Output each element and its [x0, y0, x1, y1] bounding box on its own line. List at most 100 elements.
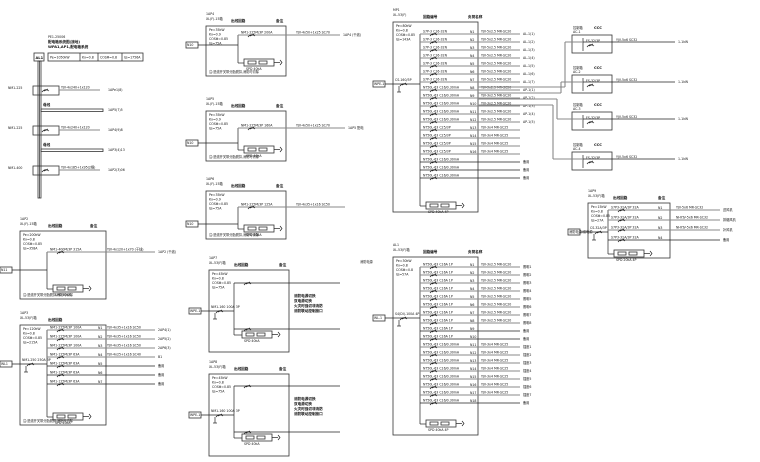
fuse-icon	[258, 226, 268, 231]
breaker-icon	[429, 330, 438, 334]
breaker-icon	[429, 113, 438, 117]
busway-label: 母线	[43, 102, 51, 107]
ground-icon	[88, 285, 92, 292]
breaker-icon	[429, 298, 438, 302]
panel-note: 双电源切换	[294, 298, 312, 303]
ground-icon	[277, 331, 281, 338]
fuse-icon	[56, 286, 66, 291]
circuit-cable: YJV-4x35+1x16 SC50	[107, 344, 141, 348]
panel-param: Pe=120kW	[23, 327, 41, 331]
incoming-label: 消防电源/双电源	[569, 229, 593, 234]
column-header: 出线回路	[231, 183, 246, 188]
panel-param: COSΦ=0.85	[209, 202, 228, 206]
circuit-breaker: S7P-3 C16-32N	[423, 46, 448, 50]
circuit-cable: YJV-4x120+1x70 (干线)	[107, 247, 144, 252]
panel-mp1: MP1XL-53(F)回路编号负荷名称Pe=80kWKx=0.8COSΦ=0.8…	[372, 8, 535, 214]
panel-param: Ijs=75A	[209, 42, 222, 46]
circuit-number: N4	[470, 54, 474, 58]
panel-destination: 消防电源	[360, 259, 374, 264]
circuit-breaker: NT50L-63 C16A 1P	[423, 335, 453, 339]
incoming-label: N10	[187, 43, 193, 47]
breaker-icon	[594, 231, 603, 235]
circuit-number: N8	[470, 86, 474, 90]
breaker-icon	[41, 169, 50, 173]
circuit-breaker: S7P3-32A/3P 32A	[611, 206, 639, 210]
spd-label: SPD 40kA	[246, 154, 262, 158]
circuit-destination: AP-1(1)	[523, 88, 535, 92]
fuse-icon	[67, 286, 77, 291]
circuit-destination: 2AP5(2)	[158, 337, 171, 341]
circuit-breaker: NT50L-63 C16/0.30mA	[423, 102, 460, 106]
circuit-cable: YJV-3x2.5 MR-SC20	[481, 319, 511, 323]
circuit-number: N12	[470, 351, 476, 355]
circuit-number: N2	[470, 271, 474, 275]
ground-icon	[277, 434, 281, 441]
circuit-cable: YJV-3x2.5 MR-SC20	[481, 94, 511, 98]
breaker-icon	[399, 83, 408, 87]
panel-param: COSΦ=0.8	[396, 268, 413, 272]
incoming-label: WPE-1	[374, 82, 384, 86]
breaker-icon	[56, 329, 65, 333]
riser-param: Ijs=1756A	[124, 56, 141, 60]
ground-icon	[279, 225, 283, 232]
circuit-cable: YJV-3x4 MR-SC25	[481, 343, 508, 347]
panel-param: Pe=80kW	[396, 24, 412, 28]
panel-param: Pe=200kW	[23, 233, 41, 237]
breaker-icon	[243, 431, 252, 435]
control-box-tag: CCC	[594, 26, 602, 30]
circuit-destination: 2AP4(1)	[158, 328, 171, 332]
control-box-label: 控制箱	[573, 142, 583, 147]
circuit-destination: AP-1(4)	[523, 112, 535, 116]
fuse-icon	[245, 332, 255, 337]
column-header: 负荷名称	[468, 249, 483, 254]
control-box-label: 控制箱	[573, 65, 583, 70]
circuit-breaker: S7P-3 C16-32N	[423, 54, 448, 58]
breaker-icon	[215, 310, 224, 314]
circuit-breaker: NT50L-63 C25/3P	[423, 150, 451, 154]
circuit-destination: 照明1	[523, 265, 531, 269]
circuit-destination: 照明8	[523, 321, 531, 325]
panel-param: Ijs=57A	[396, 273, 409, 277]
circuit-destination: 插座4	[523, 368, 531, 373]
panel-model: XL-53(F)箱	[393, 247, 410, 252]
panel-model: XL(F)-15箱	[206, 16, 223, 21]
ground-icon	[279, 146, 283, 153]
riser-param-table	[47, 52, 144, 62]
breaker-icon	[56, 338, 65, 342]
circuit-breaker: NT50L-63 C16A 1P	[423, 311, 453, 315]
control-box-cable: YJV-5x6 SC32	[616, 115, 637, 119]
circuit-cable: YJV-3x2.5 MR-SC20	[481, 118, 511, 122]
breaker-icon	[243, 328, 252, 332]
breaker-icon	[429, 161, 438, 165]
control-box-breaker: FS-32/3P	[586, 79, 600, 83]
breaker-icon	[617, 229, 626, 233]
control-box-breaker: FS-32/3P	[586, 39, 600, 43]
column-header: 出线回路	[234, 262, 249, 267]
circuit-breaker: NT50L-63 C16A 1P	[423, 319, 453, 323]
spd-label: SPD 40kA 4P	[428, 428, 449, 432]
circuit-breaker: NT50L-63 C16/0.30mA	[423, 158, 460, 162]
circuit-number: N4	[658, 236, 662, 240]
breaker-icon	[243, 282, 252, 286]
panel-note: 火灾时强切非消防	[293, 406, 323, 411]
circuit-breaker: NT50L-63 C16A 1P	[423, 279, 453, 283]
circuit-breaker: NM1-225M/3P 125A	[241, 203, 273, 207]
riser-header: 配电箱系统图(接地)	[48, 39, 80, 44]
circuit-number: N6	[98, 371, 102, 375]
fuse-icon	[429, 421, 439, 426]
column-header: 回路编号	[423, 249, 438, 254]
circuit-destination: 备用	[158, 363, 164, 368]
circuit-number: N11	[470, 343, 476, 347]
breaker-icon	[429, 290, 438, 294]
column-header: 出线回路	[234, 366, 249, 371]
panel-param: Pe=30kW	[396, 259, 412, 263]
circuit-cable: YJV-4x25+1x16 SC40	[107, 353, 141, 357]
panel-1ap6: 1AP6XL(F)-15箱出线回路备注Pe=35kWKx=0.9COSΦ=0.8…	[185, 177, 345, 240]
breaker-icon	[429, 81, 438, 85]
circuit-breaker: NT50L-63 C16/0.30mA	[423, 383, 460, 387]
breaker-icon	[56, 365, 65, 369]
busway	[40, 148, 104, 152]
control-box-tag: CCC	[594, 103, 602, 107]
panel-param: Kx=0.8	[212, 381, 224, 385]
fuse-icon	[247, 147, 257, 152]
